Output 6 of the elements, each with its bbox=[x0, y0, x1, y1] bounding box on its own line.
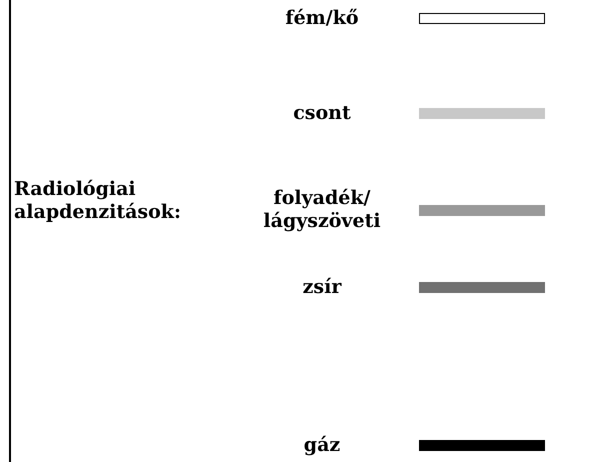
legend-title: Radiológiai alapdenzitások: bbox=[14, 178, 182, 224]
legend-label: zsír bbox=[302, 276, 343, 298]
legend-label: fém/kő bbox=[284, 6, 360, 30]
legend-label: csont bbox=[292, 102, 352, 124]
legend-label: gáz bbox=[302, 434, 342, 456]
legend-label: folyadék/ lágyszöveti bbox=[262, 187, 382, 233]
